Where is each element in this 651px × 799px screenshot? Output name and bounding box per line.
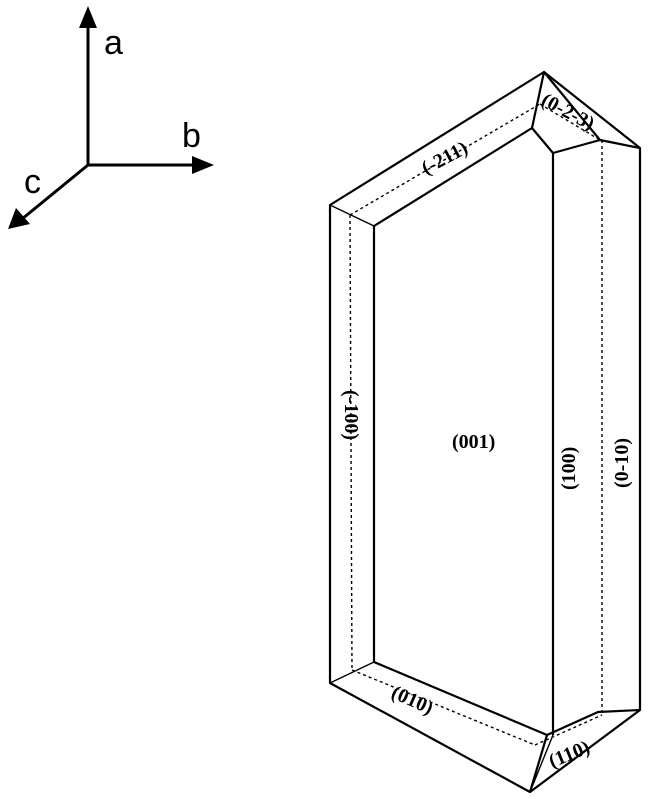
face-label-front: (001) [452, 431, 495, 453]
face-label-bottom: (010) [388, 681, 437, 719]
axis-c-label: c [24, 163, 41, 201]
front-face-bottom-edge [373, 660, 548, 737]
bottom-cap-diagonal [529, 734, 554, 793]
axis-a-arrowhead [79, 6, 97, 28]
crystal-shape [328, 70, 642, 794]
face-label-corner-top: (0-2-3) [538, 89, 598, 135]
face-label-left: (-100) [340, 390, 362, 440]
bottom-cap-hidden-edge [534, 714, 603, 746]
top-face-hidden-edge [349, 103, 541, 216]
axis-b-label: b [182, 117, 201, 155]
bottom-face-hidden-edge [351, 669, 536, 746]
bottom-cap-edge [546, 708, 641, 737]
left-face-bottom-bevel [329, 661, 375, 684]
bottom-cap-inner-edge [528, 734, 549, 793]
face-label-top: (-211) [418, 137, 471, 179]
face-label-far-right: (0-10) [611, 438, 633, 488]
front-face-top-edge [373, 127, 533, 227]
axis-c-line [21, 163, 89, 221]
top-cap-right-edge [599, 138, 641, 150]
axis-a-label: a [104, 24, 123, 62]
axis-b-arrowhead [192, 156, 214, 174]
face-labels: (-211) (0-2-3) (-100) (001) (100) (0-10)… [340, 89, 633, 773]
face-label-corner-bottom: (110) [546, 736, 593, 772]
face-label-right: (100) [558, 447, 580, 490]
left-face-hidden-edge [349, 214, 353, 671]
axis-c-arrowhead [8, 208, 30, 229]
axis-triad: a b c [8, 6, 214, 229]
left-face-top-bevel [329, 204, 375, 227]
